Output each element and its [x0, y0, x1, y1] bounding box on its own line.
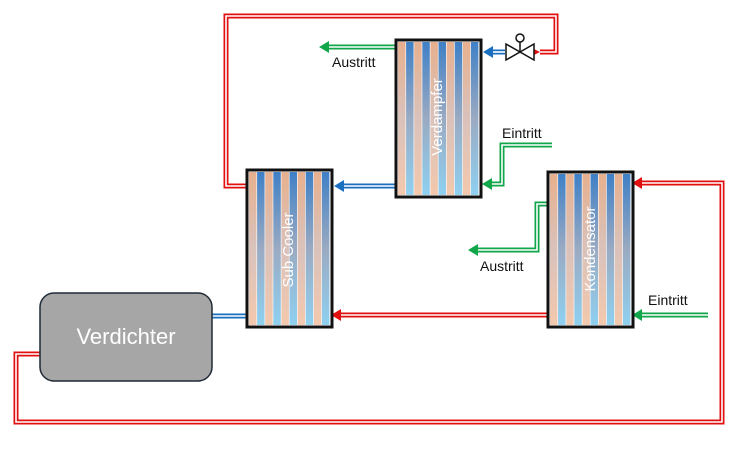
- evaporator-inlet-label: Eintritt: [502, 125, 542, 141]
- water-arrow-evaporator-in: [482, 178, 492, 190]
- cold-arrow-evaporator-in: [483, 46, 493, 58]
- evaporator-stripe: [414, 42, 422, 195]
- compressor-label: Verdichter: [76, 324, 175, 349]
- compressor: [39, 292, 213, 382]
- condenser-stripe: [582, 174, 590, 325]
- subcooler-stripe: [313, 172, 322, 325]
- condenser-frame: [546, 170, 635, 329]
- evaporator-frame: [394, 38, 483, 199]
- subcooler-stripe: [297, 172, 306, 325]
- subcooler-stripe: [281, 172, 289, 325]
- subcooler-stripe: [257, 172, 265, 325]
- condenser-heat-exchanger: [546, 170, 635, 329]
- evaporator-stripe: [422, 42, 430, 195]
- subcooler-stripe: [249, 172, 257, 325]
- evaporator-stripe: [406, 42, 414, 195]
- condenser-stripe: [550, 174, 558, 325]
- condenser-stripe: [566, 174, 574, 325]
- evaporator-stripe: [398, 42, 406, 195]
- water-arrow-condenser-out: [468, 244, 478, 256]
- condenser-inlet-label: Eintritt: [648, 292, 688, 308]
- evaporator-stripe: [430, 42, 438, 195]
- hot-line-bottom-loop: [13, 180, 725, 425]
- evaporator-heat-exchanger: [394, 38, 483, 199]
- condenser-stripe: [558, 174, 566, 325]
- condenser-stripe: [622, 174, 631, 325]
- hot-arrow-subcooler-in: [331, 309, 341, 321]
- evaporator-stripe: [438, 42, 446, 195]
- condenser-stripe: [606, 174, 615, 325]
- subcooler-stripe: [273, 172, 281, 325]
- evaporator-stripe: [462, 42, 471, 195]
- subcooler-stripe: [305, 172, 314, 325]
- water-line-evaporator-in: [492, 142, 552, 187]
- subcooler-heat-exchanger: [245, 168, 334, 329]
- cold-arrow-subcooler-in: [334, 180, 344, 192]
- evaporator-stripe: [470, 42, 479, 195]
- subcooler-stripe: [265, 172, 273, 325]
- condenser-stripe: [574, 174, 582, 325]
- evaporator-label: Verdampfer: [429, 78, 446, 156]
- subcooler-stripe: [321, 172, 330, 325]
- subcooler-frame: [245, 168, 334, 329]
- water-arrow-condenser-in: [632, 309, 642, 321]
- water-arrow-evaporator-out: [319, 41, 329, 53]
- water-line-condenser-out: [478, 201, 548, 253]
- expansion-valve-icon: [505, 33, 535, 62]
- condenser-label: Kondensator: [582, 206, 599, 291]
- condenser-stripe: [598, 174, 607, 325]
- condenser-stripe: [614, 174, 623, 325]
- hot-line-top-loop: [223, 13, 559, 189]
- evaporator-stripe: [454, 42, 463, 195]
- hot-arrow-condenser-in: [632, 177, 642, 189]
- condenser-stripe: [590, 174, 598, 325]
- evaporator-stripe: [446, 42, 455, 195]
- condenser-outlet-label: Austritt: [480, 258, 524, 274]
- evaporator-outlet-label: Austritt: [332, 54, 376, 70]
- subcooler-stripe: [289, 172, 297, 325]
- subcooler-label: Sub Cooler: [280, 212, 297, 287]
